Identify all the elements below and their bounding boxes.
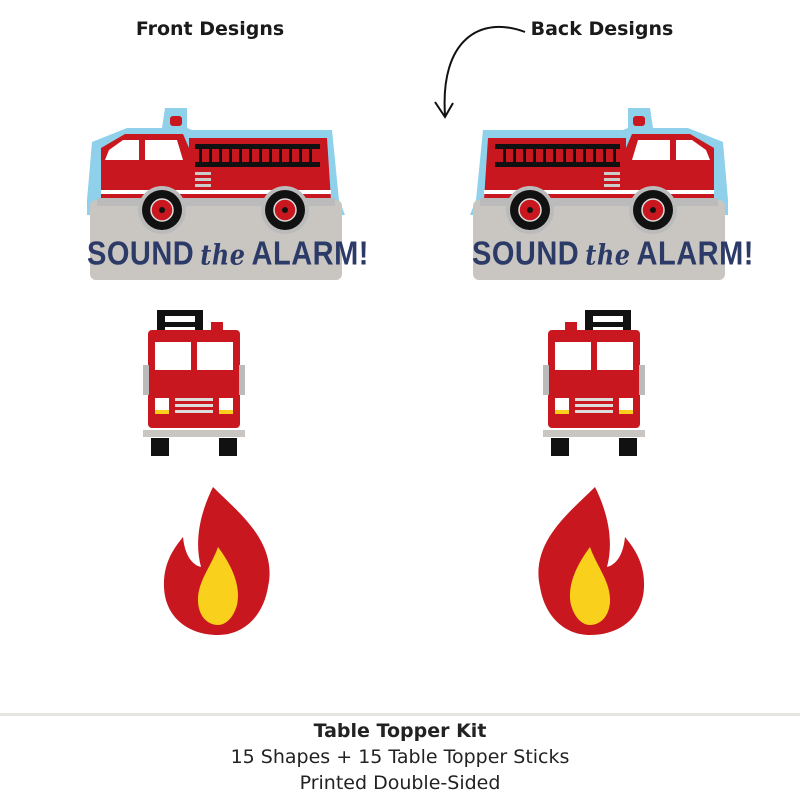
sign-word-sound: SOUND — [87, 235, 195, 273]
curved-arrow-icon — [434, 25, 526, 119]
flame-icon — [163, 487, 270, 635]
flame-icon — [538, 487, 645, 635]
sign-word-alarm: ALARM! — [251, 235, 369, 273]
sign-word-alarm: ALARM! — [636, 235, 754, 273]
divider — [0, 713, 800, 716]
footer-title: Table Topper Kit — [313, 720, 487, 742]
back-designs-heading: Back Designs — [530, 18, 674, 40]
back-fire-truck-icon — [543, 310, 645, 456]
sign-word-the: the — [200, 237, 246, 272]
front-designs-heading: Front Designs — [135, 18, 285, 40]
sign-word-the: the — [585, 237, 631, 272]
footer-line-2: Printed Double-Sided — [299, 772, 501, 794]
sign-word-sound: SOUND — [472, 235, 580, 273]
front-fire-truck-icon — [143, 310, 245, 456]
footer-line-1: 15 Shapes + 15 Table Topper Sticks — [230, 746, 570, 768]
